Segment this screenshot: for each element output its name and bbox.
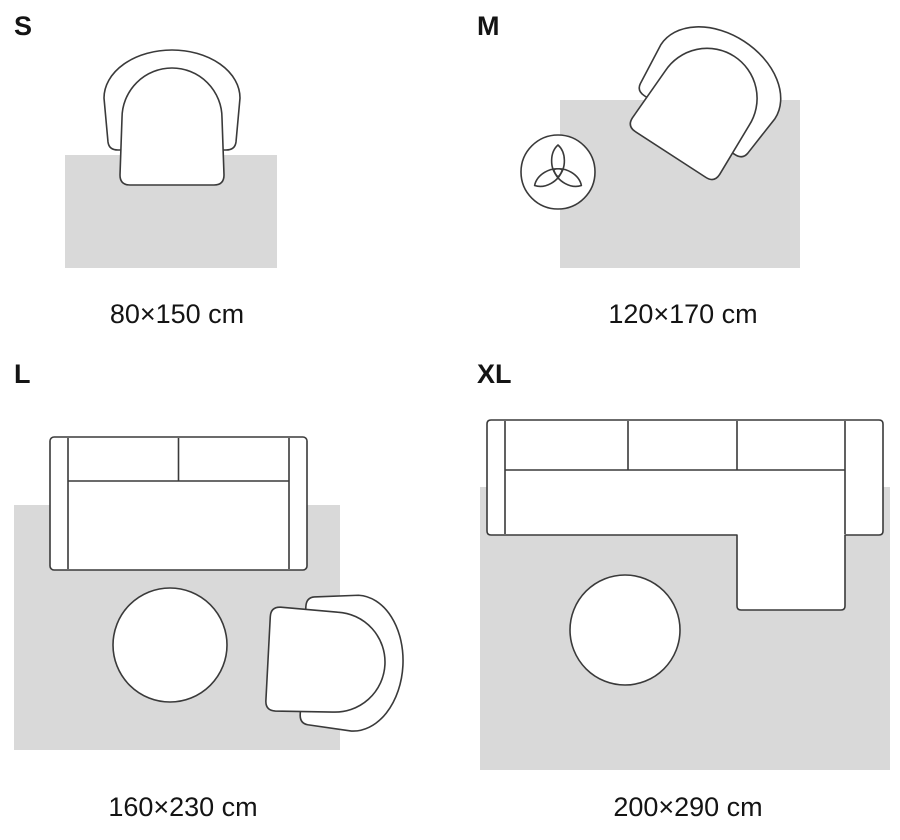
potted-plant-icon bbox=[520, 134, 596, 210]
dimensions-caption-l: 160×230 cm bbox=[108, 792, 258, 822]
size-illustration-m bbox=[520, 3, 802, 268]
size-illustration-xl bbox=[480, 419, 890, 770]
size-illustration-l bbox=[14, 436, 408, 750]
size-label-m: M bbox=[477, 11, 500, 41]
sofa-icon bbox=[49, 436, 308, 571]
dimensions-caption-s: 80×150 cm bbox=[109, 299, 245, 329]
size-label-xl: XL bbox=[477, 359, 512, 389]
dimensions-caption-m: 120×170 cm bbox=[608, 299, 758, 329]
dimensions-caption-xl: 200×290 cm bbox=[613, 792, 763, 822]
size-label-s: S bbox=[14, 11, 33, 41]
armchair-icon bbox=[103, 49, 241, 186]
round-table-icon bbox=[112, 587, 228, 703]
size-label-l: L bbox=[14, 359, 31, 389]
round-table-icon bbox=[569, 574, 681, 686]
size-illustration-s bbox=[65, 49, 277, 268]
